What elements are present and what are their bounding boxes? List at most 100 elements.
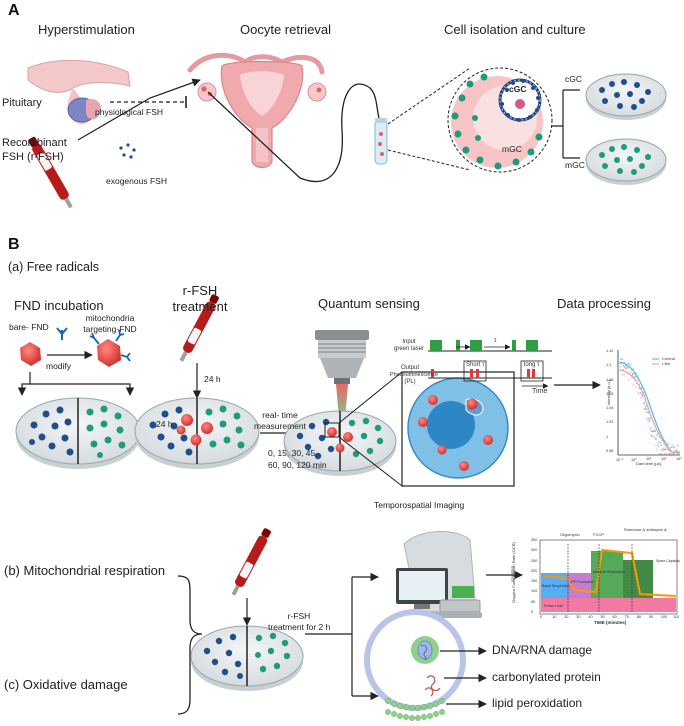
dish-rfsh-treatment bbox=[134, 397, 260, 469]
time-points-line2: 60, 90, 120 min bbox=[268, 460, 327, 470]
relax-scatter-point bbox=[668, 450, 671, 453]
relax-scatter-point bbox=[630, 371, 632, 373]
pulse-sequence bbox=[428, 340, 552, 389]
rfsh-treatment-header-line2: treatment bbox=[172, 299, 228, 314]
ocr-x-tick: 90 bbox=[648, 615, 654, 619]
relax-scatter-point bbox=[643, 402, 646, 404]
relax-scatter-point bbox=[622, 368, 625, 371]
antibody-icon bbox=[56, 327, 68, 340]
relax-scatter-point bbox=[656, 448, 658, 451]
relax-scatter-point bbox=[673, 453, 675, 455]
mgc-zoom-label: mGC bbox=[502, 144, 522, 154]
lipid-bilayer bbox=[385, 698, 445, 721]
relax-y-tick: 1.1 bbox=[606, 363, 612, 368]
region-spare: Spare Capacity bbox=[656, 559, 680, 563]
cgc-zoom-label: cGC bbox=[509, 84, 527, 94]
relax-scatter-point bbox=[668, 453, 671, 455]
ocr-y-tick: 250 bbox=[531, 558, 538, 563]
lipid-peroxidation-label: lipid peroxidation bbox=[492, 696, 583, 710]
relax-scatter-point bbox=[670, 446, 672, 449]
ocr-y-tick: 150 bbox=[531, 579, 538, 584]
relax-scatter-point bbox=[625, 365, 627, 367]
ocr-xlabel: TIME (minutes) bbox=[594, 620, 627, 625]
relax-scatter-point bbox=[663, 447, 665, 450]
quantum-sensing-header: Quantum sensing bbox=[318, 296, 420, 311]
panel-b-label: B bbox=[8, 236, 20, 253]
relax-scatter-point bbox=[647, 417, 650, 420]
rfsh2-label-line1: r-FSH bbox=[287, 611, 311, 621]
relax-scatter-point bbox=[673, 450, 676, 452]
relax-scatter-point bbox=[653, 436, 656, 438]
relax-scatter-point bbox=[640, 397, 642, 399]
dna-rna-damage-label: DNA/RNA damage bbox=[492, 643, 593, 657]
relax-scatter-point bbox=[640, 392, 642, 394]
rfsh2-label-line2: treatment for 2 h bbox=[268, 622, 331, 632]
relax-scatter-point bbox=[667, 443, 669, 445]
realtime-label-line2: measurement bbox=[254, 421, 306, 431]
relax-y-tick: 1 bbox=[606, 434, 609, 439]
relax-scatter-point bbox=[677, 444, 679, 447]
relax-scatter-point bbox=[660, 449, 662, 451]
cgc-cells bbox=[500, 79, 540, 122]
dish-respiration-oxidative bbox=[190, 625, 304, 691]
microscope-objective bbox=[315, 330, 369, 384]
dish-quantum-sensing bbox=[283, 410, 397, 476]
dish-fnd-incubation bbox=[15, 397, 141, 469]
cell-zoom-inset bbox=[401, 371, 515, 487]
inj-fccp: FCCP bbox=[593, 532, 604, 537]
relax-scatter-point bbox=[622, 364, 625, 367]
ocr-y-tick: 350 bbox=[531, 538, 538, 542]
relax-scatter-point bbox=[671, 444, 673, 446]
oocyte-gc-complex bbox=[447, 67, 553, 173]
carbonylated-protein-label: carbonylated protein bbox=[492, 670, 601, 684]
relax-scatter-point bbox=[627, 367, 630, 369]
relax-scatter-point bbox=[621, 358, 624, 360]
inj-oligomycin: Oligomycin bbox=[560, 532, 580, 537]
relax-xlabel: Dark time [µs] bbox=[636, 461, 661, 466]
relax-scatter-point bbox=[661, 453, 663, 455]
recombinant-label-line1: Recombinant bbox=[2, 137, 67, 149]
ocr-x-tick: 20 bbox=[564, 615, 569, 619]
pen-injector-icon bbox=[28, 136, 73, 209]
ocr-x-tick: 50 bbox=[600, 615, 605, 619]
relax-scatter-point bbox=[665, 453, 667, 455]
relax-scatter-point bbox=[631, 373, 634, 375]
relax-scatter-point bbox=[664, 448, 667, 451]
ocr-x-tick: 110 bbox=[673, 615, 680, 619]
ocr-y-tick: 200 bbox=[531, 568, 538, 573]
relax-scatter-point bbox=[646, 408, 648, 410]
region-leak: Proton Leak bbox=[544, 604, 563, 608]
relax-x-tick: 10¹ bbox=[646, 457, 652, 461]
ocr-yunit: (pmol/min) bbox=[510, 565, 515, 583]
relax-scatter-point bbox=[675, 449, 677, 451]
cgc-branch-label: cGC bbox=[565, 74, 582, 84]
relax-scatter-point bbox=[673, 446, 676, 448]
long-tau-label: long τ bbox=[524, 362, 540, 368]
ocr-x-tick: 60 bbox=[612, 615, 617, 619]
oocyte-retrieval-header: Oocyte retrieval bbox=[240, 22, 332, 37]
tau-label: τ bbox=[494, 338, 497, 344]
pen-injector-icon bbox=[231, 528, 271, 596]
exogenous-fsh-label: exogenous FSH bbox=[106, 176, 167, 186]
ocr-x-tick: 80 bbox=[636, 615, 641, 619]
treatment-24h-label: 24 h bbox=[204, 374, 221, 384]
ocr-y-tick: 50 bbox=[531, 599, 536, 604]
relax-scatter-point bbox=[637, 391, 639, 393]
relax-y-tick: 1.12 bbox=[606, 349, 614, 353]
relax-scatter-point bbox=[655, 444, 657, 446]
relax-scatter-point bbox=[650, 434, 652, 436]
recombinant-label-line2: FSH (r-FSH) bbox=[2, 151, 64, 163]
output-label-line2: Photoluminescence bbox=[390, 372, 439, 378]
relax-scatter-point bbox=[658, 445, 660, 447]
seahorse-analyzer-device bbox=[396, 530, 482, 618]
temporospatial-label: Temporospatial Imaging bbox=[374, 500, 465, 510]
grouping-brace bbox=[177, 575, 203, 715]
relax-scatter-point bbox=[642, 395, 644, 398]
fnd-incubation-header: FND incubation bbox=[14, 298, 104, 313]
relax-scatter-point bbox=[672, 446, 674, 449]
pituitary-illustration bbox=[27, 59, 131, 125]
relax-scatter-point bbox=[628, 379, 630, 381]
bare-fnd-label: bare- FND bbox=[9, 322, 49, 332]
relax-scatter-point bbox=[624, 366, 626, 368]
